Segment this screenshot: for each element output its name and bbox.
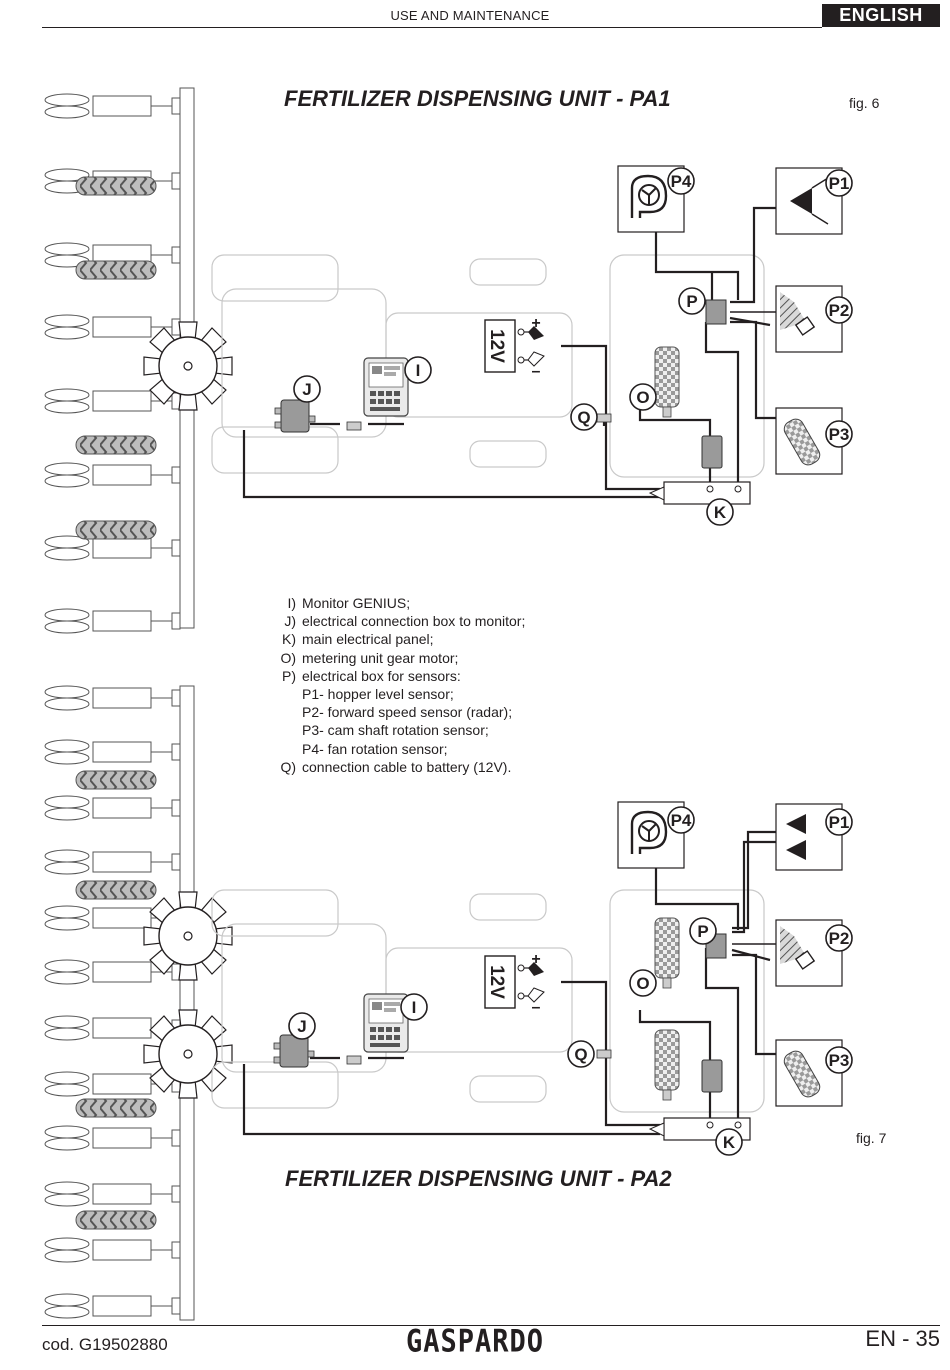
label-K: K bbox=[714, 503, 727, 522]
seeder-frame-bottom bbox=[44, 685, 233, 1321]
label-J: J bbox=[302, 380, 311, 399]
callout-P4 bbox=[667, 167, 695, 195]
legend-item-Q: Q) connection cable to battery (12V). bbox=[268, 758, 588, 776]
callouts-bottom bbox=[288, 806, 853, 1156]
label-P4-2: P4 bbox=[671, 811, 692, 830]
battery-plus-bottom: + bbox=[531, 951, 540, 968]
legend-text: metering unit gear motor; bbox=[302, 649, 459, 666]
footer-rule bbox=[42, 1325, 940, 1326]
label-P2: P2 bbox=[829, 301, 850, 320]
label-P3: P3 bbox=[829, 425, 850, 444]
legend: I) Monitor GENIUS; J) electrical connectio… bbox=[268, 594, 588, 776]
label-P-2: P bbox=[697, 922, 708, 941]
header-rule bbox=[42, 27, 822, 28]
document-code: cod. G19502880 bbox=[42, 1335, 168, 1354]
label-P3-2: P3 bbox=[829, 1051, 850, 1070]
figure-2-title: FERTILIZER DISPENSING UNIT - PA2 bbox=[285, 1166, 672, 1191]
label-P4: P4 bbox=[671, 172, 692, 191]
page-number: EN - 35 bbox=[865, 1326, 940, 1351]
legend-text: electrical connection box to monitor; bbox=[302, 613, 526, 630]
label-O-2: O bbox=[636, 974, 649, 993]
callout-O bbox=[629, 383, 657, 411]
legend-item-P3: P3- cam shaft rotation sensor; bbox=[302, 722, 489, 739]
legend-text: electrical box for sensors: bbox=[302, 667, 461, 684]
label-I-2: I bbox=[412, 998, 417, 1017]
legend-key: P) bbox=[282, 667, 296, 684]
legend-key: Q) bbox=[280, 758, 296, 775]
callout-P2 bbox=[825, 296, 853, 324]
legend-item-P2: P2- forward speed sensor (radar); bbox=[302, 704, 513, 721]
label-Q: Q bbox=[577, 408, 590, 427]
brand-logo: GASPARDO bbox=[405, 1323, 545, 1360]
battery-plus-top: + bbox=[531, 315, 540, 332]
label-J-2: J bbox=[297, 1017, 306, 1036]
legend-text: connection cable to battery (12V). bbox=[302, 758, 512, 775]
legend-key: K) bbox=[282, 631, 296, 648]
label-I: I bbox=[416, 361, 421, 380]
legend-item-P4: P4- fan rotation sensor; bbox=[302, 740, 448, 757]
legend-item-O: O) metering unit gear motor; bbox=[268, 649, 588, 667]
figure-2-label: fig. 7 bbox=[856, 1130, 887, 1146]
seeder-frame-top bbox=[44, 87, 233, 634]
label-P: P bbox=[686, 292, 697, 311]
components-top bbox=[274, 164, 843, 505]
language-badge: ENGLISH bbox=[822, 4, 940, 27]
battery-minus-top: – bbox=[532, 363, 541, 380]
battery-label-bottom: 12V bbox=[486, 965, 507, 999]
callouts-top bbox=[293, 167, 853, 526]
figure-1-title: FERTILIZER DISPENSING UNIT - PA1 bbox=[284, 86, 671, 111]
battery-label-top: 12V bbox=[486, 329, 507, 363]
label-P1: P1 bbox=[829, 174, 850, 193]
legend-item-I: I) Monitor GENIUS; bbox=[268, 594, 588, 612]
legend-item-P: P) electrical box for sensors: bbox=[268, 667, 588, 685]
figure-1-label: fig. 6 bbox=[849, 95, 880, 111]
legend-text: Monitor GENIUS; bbox=[302, 595, 411, 611]
legend-item-P1: P1- hopper level sensor; bbox=[302, 686, 454, 703]
callout-P bbox=[678, 287, 706, 315]
battery-minus-bottom: – bbox=[532, 999, 541, 1016]
callout-P1 bbox=[825, 169, 853, 197]
callout-I bbox=[404, 356, 432, 384]
label-Q-2: Q bbox=[574, 1045, 587, 1064]
callout-Q bbox=[570, 403, 598, 431]
legend-item-J: J) electrical connection box to monitor; bbox=[268, 612, 588, 630]
callout-K bbox=[706, 498, 734, 526]
header-title: USE AND MAINTENANCE bbox=[390, 8, 550, 23]
legend-item-K: K) main electrical panel; bbox=[268, 630, 588, 648]
label-O: O bbox=[636, 388, 649, 407]
label-P1-2: P1 bbox=[829, 813, 850, 832]
label-P2-2: P2 bbox=[829, 929, 850, 948]
legend-text: main electrical panel; bbox=[302, 631, 434, 648]
callout-J bbox=[293, 375, 321, 403]
legend-key: O) bbox=[280, 649, 296, 666]
label-K-2: K bbox=[723, 1133, 736, 1152]
legend-key: I) bbox=[287, 595, 296, 611]
legend-key: J) bbox=[284, 613, 296, 630]
callout-P3 bbox=[825, 420, 853, 448]
